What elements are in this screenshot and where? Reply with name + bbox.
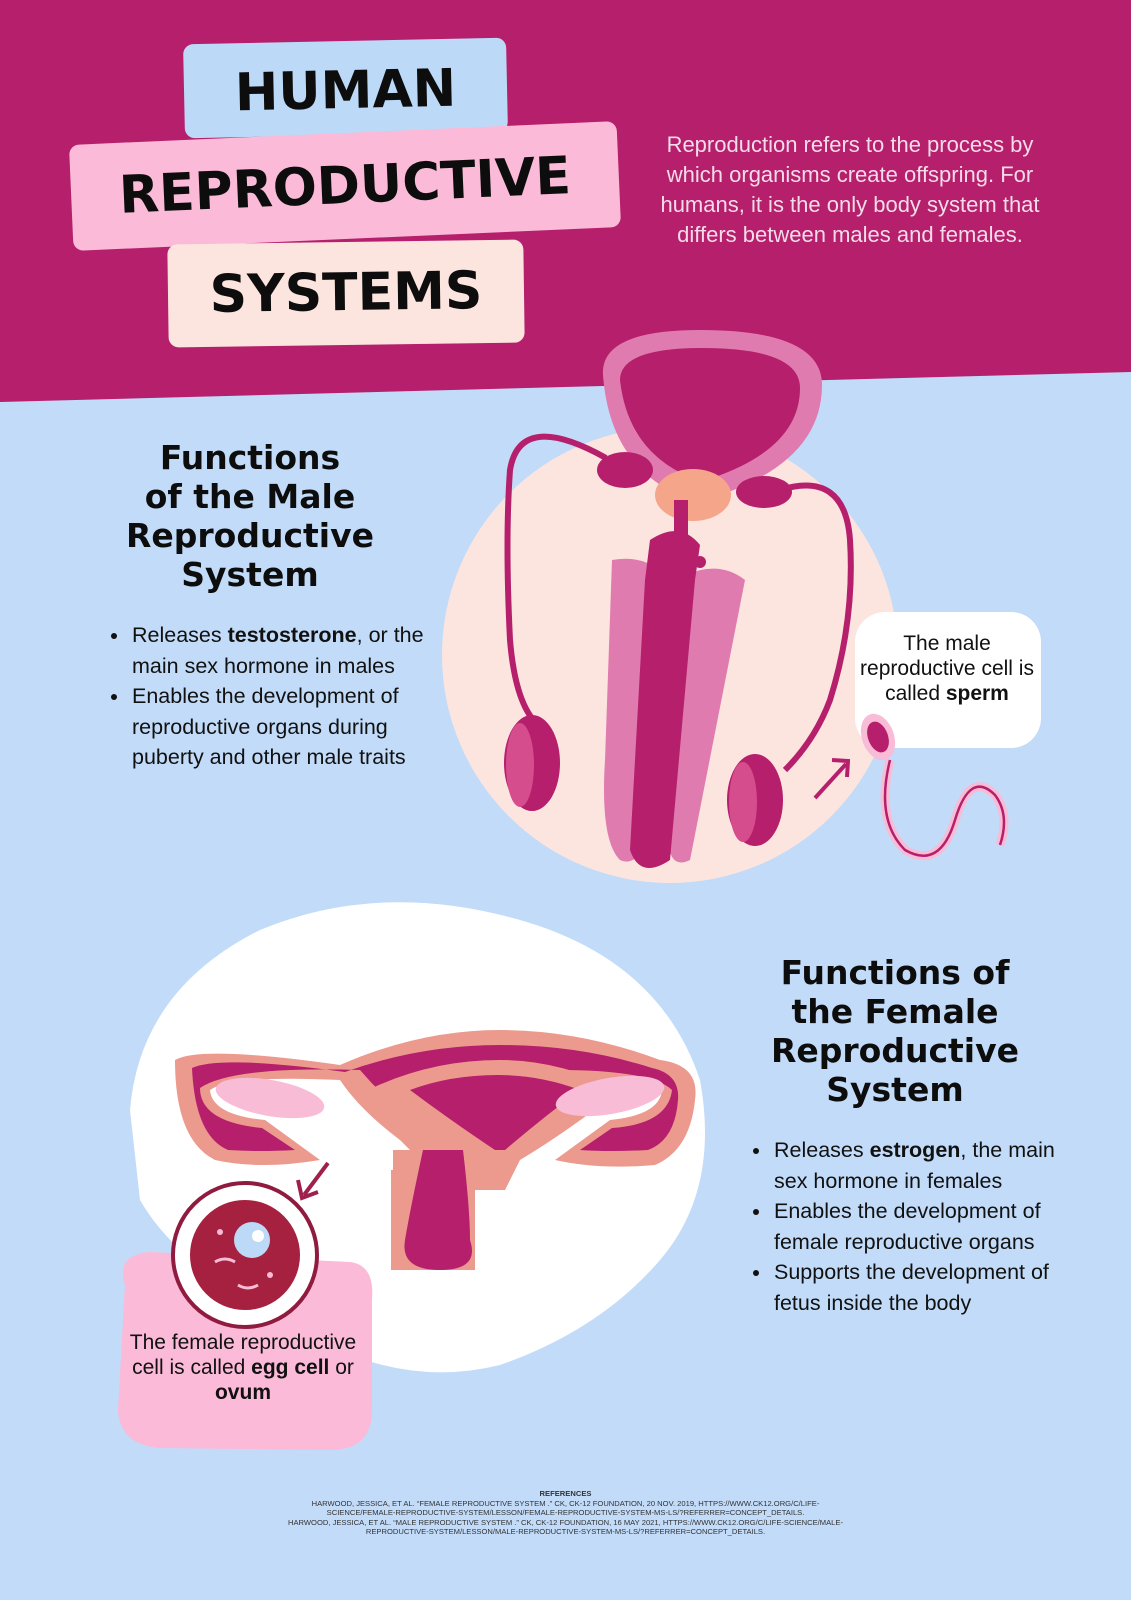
list-item: Releases testosterone, or the main sex h… — [130, 620, 430, 681]
references-heading: REFERENCES — [539, 1489, 592, 1498]
intro-text: Reproduction refers to the process by wh… — [660, 132, 1040, 247]
bullet-text: Supports the development of fetus inside… — [774, 1260, 1049, 1315]
callout-bold-text: ovum — [214, 1381, 271, 1404]
list-item: Supports the development of fetus inside… — [772, 1257, 1072, 1318]
list-item: Releases estrogen, the main sex hormone … — [772, 1135, 1072, 1196]
reference-line: REPRODUCTIVE-SYSTEM/LESSON/MALE-REPRODUC… — [365, 1527, 766, 1536]
reference-line: HARWOOD, JESSICA, ET AL. “FEMALE REPRODU… — [311, 1498, 820, 1508]
male-title-line: Functions — [159, 438, 341, 477]
bullet-text: Releases — [774, 1138, 870, 1162]
female-functions-list: Releases estrogen, the main sex hormone … — [746, 1135, 1072, 1318]
callout-text: or — [329, 1356, 354, 1379]
arrow-icon — [302, 1161, 330, 1197]
title-line-systems: SYSTEMS — [167, 239, 525, 348]
male-title-line: System — [181, 555, 319, 594]
arrow-icon — [813, 762, 848, 800]
reference-line: SCIENCE/FEMALE-REPRODUCTIVE-SYSTEM/LESSO… — [326, 1508, 805, 1517]
reference-line: HARWOOD, JESSICA, ET AL. “MALE REPRODUCT… — [287, 1517, 843, 1527]
egg-callout-text: The female reproductive cell is called e… — [118, 1330, 368, 1405]
references: REFERENCES HARWOOD, JESSICA, ET AL. “FEM… — [190, 1489, 941, 1537]
male-title-line: Reproductive — [125, 516, 374, 555]
female-title-line: Functions of — [780, 953, 1010, 992]
female-title-line: Reproductive — [770, 1031, 1019, 1070]
egg-cell-icon — [171, 1181, 319, 1329]
male-title-line: of the Male — [144, 477, 356, 516]
bullet-bold-text: estrogen — [869, 1138, 961, 1162]
bullet-text: Enables the development of reproductive … — [132, 684, 406, 769]
callout-text: The male reproductive cell is called — [860, 632, 1034, 705]
list-item: Enables the development of female reprod… — [772, 1196, 1072, 1257]
bullet-text: , or the main sex hormone in males — [132, 623, 424, 678]
bullet-text: Releases — [132, 623, 228, 647]
female-section-title: Functions of the Female Reproductive Sys… — [735, 953, 1055, 1109]
bullet-text: Enables the development of female reprod… — [774, 1199, 1041, 1254]
sperm-callout-text: The male reproductive cell is called spe… — [855, 631, 1039, 706]
female-reproductive-system-illustration — [175, 1030, 696, 1270]
title-line-human: HUMAN — [183, 37, 508, 139]
bullet-bold-text: testosterone — [227, 623, 357, 647]
male-reproductive-system-illustration — [442, 330, 898, 883]
bullet-text: , the main sex hormone in females — [774, 1138, 1055, 1193]
male-section-title: Functions of the Male Reproductive Syste… — [95, 438, 405, 594]
female-title-line: System — [826, 1070, 964, 1109]
male-functions-list: Releases testosterone, or the main sex h… — [104, 620, 430, 773]
list-item: Enables the development of reproductive … — [130, 681, 430, 773]
callout-bold-text: egg cell — [251, 1356, 330, 1379]
sperm-icon — [860, 713, 1009, 861]
female-title-line: the Female — [791, 992, 999, 1031]
callout-text: The female reproductive cell is called — [129, 1331, 357, 1379]
callout-bold-text: sperm — [945, 682, 1009, 705]
sperm-callout-bubble — [855, 612, 1041, 748]
egg-callout-bubble — [118, 1252, 373, 1450]
